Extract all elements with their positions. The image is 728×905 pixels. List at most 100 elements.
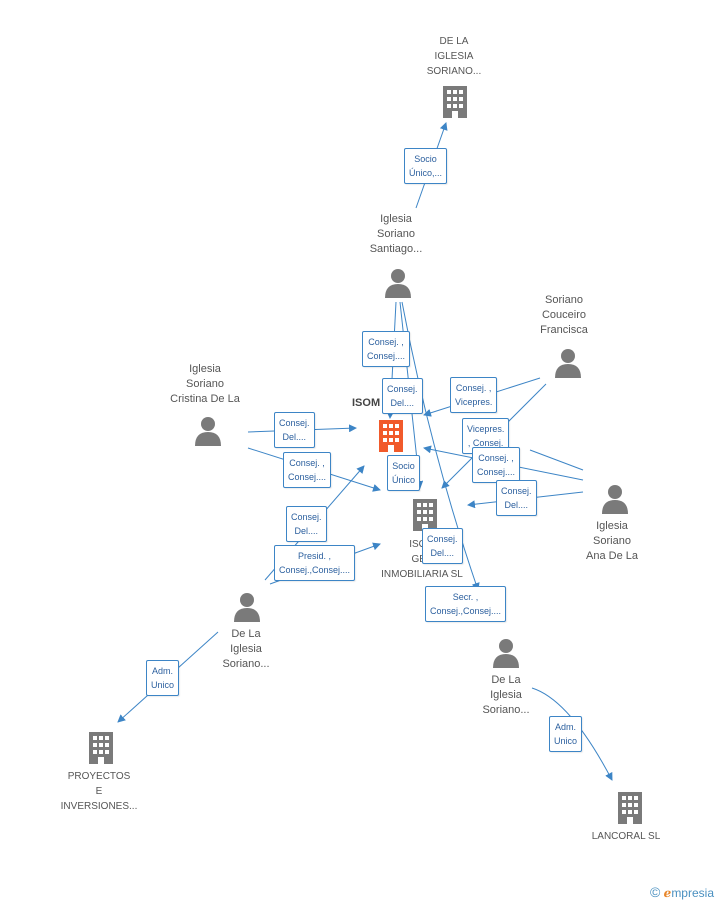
node-label-top-company[interactable]: DE LA IGLESIA SORIANO... bbox=[404, 34, 504, 79]
edge-label-line: Socio bbox=[414, 154, 437, 164]
edge-label-consej-a[interactable]: Consej. , Consej.... bbox=[362, 331, 411, 367]
edge-label-line: Consej.,Consej.... bbox=[279, 565, 351, 575]
edge-label-line: Del.... bbox=[294, 526, 319, 536]
node-label-proyectos[interactable]: PROYECTOS E INVERSIONES... bbox=[44, 769, 154, 814]
person-icon[interactable] bbox=[194, 416, 222, 446]
edge-label-line: Consej. , bbox=[455, 383, 492, 393]
edge-label-line: Consej. , bbox=[289, 458, 325, 468]
label-line: Couceiro bbox=[541, 309, 587, 321]
label-line: Francisca bbox=[540, 324, 588, 336]
building-icon[interactable] bbox=[615, 790, 645, 826]
edge-label-line: Único bbox=[392, 475, 416, 485]
person-icon[interactable] bbox=[384, 268, 412, 298]
edge-label-line: Consej.... bbox=[288, 472, 327, 482]
edge-label-consej-vicepres[interactable]: Consej. , Vicepres. bbox=[450, 377, 498, 413]
empresia-logo[interactable]: © ℯmpresia bbox=[650, 884, 714, 900]
building-icon[interactable] bbox=[410, 497, 440, 533]
label-line: De La bbox=[491, 674, 521, 686]
node-label-delaiglesia-right[interactable]: De La Iglesia Soriano... bbox=[456, 673, 556, 718]
edge-label-socio-unico-mid[interactable]: Socio Único bbox=[387, 455, 421, 491]
label-line: Iglesia bbox=[490, 689, 522, 701]
label-line: Soriano bbox=[545, 294, 583, 306]
label-line: IGLESIA bbox=[434, 51, 474, 62]
person-icon[interactable] bbox=[601, 484, 629, 514]
label-line: Soriano bbox=[593, 535, 631, 547]
label-line: Iglesia bbox=[189, 363, 221, 375]
edge-label-secr[interactable]: Secr. , Consej.,Consej.... bbox=[425, 586, 507, 622]
person-icon[interactable] bbox=[233, 592, 261, 622]
edge-label-line: Consej.... bbox=[367, 351, 406, 361]
label-line: Santiago... bbox=[369, 243, 423, 255]
label-line: Soriano... bbox=[222, 658, 270, 670]
edge-label-line: Consej. bbox=[291, 512, 322, 522]
label-line: De La bbox=[231, 628, 261, 640]
edge-label-consej-consej-ana[interactable]: Consej. , Consej.... bbox=[472, 447, 521, 483]
copyright-icon: © bbox=[650, 884, 661, 900]
edge-label-line: Consej. bbox=[501, 486, 532, 496]
label-line: LANCORAL SL bbox=[591, 831, 661, 842]
edge-label-line: Del.... bbox=[282, 432, 307, 442]
edge-label-consej-consej-cristina[interactable]: Consej. , Consej.... bbox=[283, 452, 332, 488]
node-label-delaiglesia-left[interactable]: De La Iglesia Soriano... bbox=[196, 627, 296, 672]
edge-label-line: Secr. , bbox=[452, 592, 479, 602]
node-label-iglesia-cristina[interactable]: Iglesia Soriano Cristina De La bbox=[150, 362, 260, 407]
edge-label-consej-del-left[interactable]: Consej. Del.... bbox=[286, 506, 327, 542]
edge-label-line: Consej.,Consej.... bbox=[430, 606, 502, 616]
label-line: Soriano bbox=[186, 378, 224, 390]
label-line: ISOM bbox=[352, 397, 381, 409]
edge-label-line: Consej.... bbox=[477, 467, 516, 477]
edge-label-adm-unico-right[interactable]: Adm. Unico bbox=[549, 716, 583, 752]
node-label-iglesia-ana[interactable]: Iglesia Soriano Ana De La bbox=[562, 519, 662, 564]
edge-label-line: Vicepres. bbox=[467, 424, 505, 434]
edge-label-line: Del.... bbox=[390, 398, 415, 408]
edge-label-line: Consej. , bbox=[478, 453, 514, 463]
edge-label-consej-del-cristina[interactable]: Consej. Del.... bbox=[274, 412, 315, 448]
label-line: Iglesia bbox=[380, 213, 412, 225]
building-icon[interactable] bbox=[440, 84, 470, 120]
edge-label-line: Vicepres. bbox=[455, 397, 493, 407]
edge-label-line: Del.... bbox=[430, 548, 455, 558]
edge-label-line: , Consej. bbox=[467, 438, 504, 448]
node-label-main-company[interactable]: ISOM bbox=[352, 396, 392, 411]
label-line: PROYECTOS bbox=[67, 771, 131, 782]
label-line: Soriano... bbox=[482, 704, 530, 716]
person-icon[interactable] bbox=[492, 638, 520, 668]
label-line: Iglesia bbox=[230, 643, 262, 655]
edge-label-line: Del.... bbox=[504, 500, 529, 510]
edge-label-line: Unico bbox=[151, 680, 175, 690]
node-label-soriano-couceiro[interactable]: Soriano Couceiro Francisca bbox=[514, 293, 614, 338]
label-line: E bbox=[95, 786, 103, 797]
edge-label-consej-del-ana[interactable]: Consej. Del.... bbox=[496, 480, 537, 516]
label-line: DE LA bbox=[439, 36, 469, 47]
edge-label-line: Consej. bbox=[387, 384, 418, 394]
edge-label-line: Socio bbox=[392, 461, 415, 471]
node-label-lancoral[interactable]: LANCORAL SL bbox=[576, 829, 676, 844]
label-line: INMOBILIARIA SL bbox=[381, 569, 463, 580]
edge-label-socio-unico-top[interactable]: Socio Único,... bbox=[404, 148, 448, 184]
edge-label-line: Consej. bbox=[427, 534, 458, 544]
edge-label-line: Unico bbox=[554, 736, 578, 746]
label-line: Ana De La bbox=[586, 550, 638, 562]
brand-e: ℯ bbox=[663, 886, 672, 900]
focus-building-icon[interactable] bbox=[376, 418, 406, 454]
label-line: Cristina De La bbox=[170, 393, 240, 405]
brand-name: mpresia bbox=[671, 886, 714, 900]
label-line: Iglesia bbox=[596, 520, 628, 532]
edge-label-line: Adm. bbox=[152, 666, 174, 676]
person-icon[interactable] bbox=[554, 348, 582, 378]
label-line: Soriano bbox=[377, 228, 415, 240]
edge-label-line: Presid. , bbox=[298, 551, 332, 561]
edge-label-line: Consej. , bbox=[368, 337, 404, 347]
building-icon[interactable] bbox=[86, 730, 116, 766]
edge-label-presid[interactable]: Presid. , Consej.,Consej.... bbox=[274, 545, 356, 581]
node-label-iglesia-santiago[interactable]: Iglesia Soriano Santiago... bbox=[346, 212, 446, 257]
edge-label-consej-del-mid[interactable]: Consej. Del.... bbox=[382, 378, 423, 414]
edge-label-consej-del-gestion[interactable]: Consej. Del.... bbox=[422, 528, 463, 564]
edge-label-adm-unico-left[interactable]: Adm. Unico bbox=[146, 660, 180, 696]
label-line: INVERSIONES... bbox=[60, 801, 138, 812]
edge-label-line: Adm. bbox=[555, 722, 577, 732]
edge-label-line: Único,... bbox=[409, 168, 443, 178]
edge-ana-gestion-2 bbox=[529, 449, 584, 471]
edge-label-line: Consej. bbox=[279, 418, 310, 428]
